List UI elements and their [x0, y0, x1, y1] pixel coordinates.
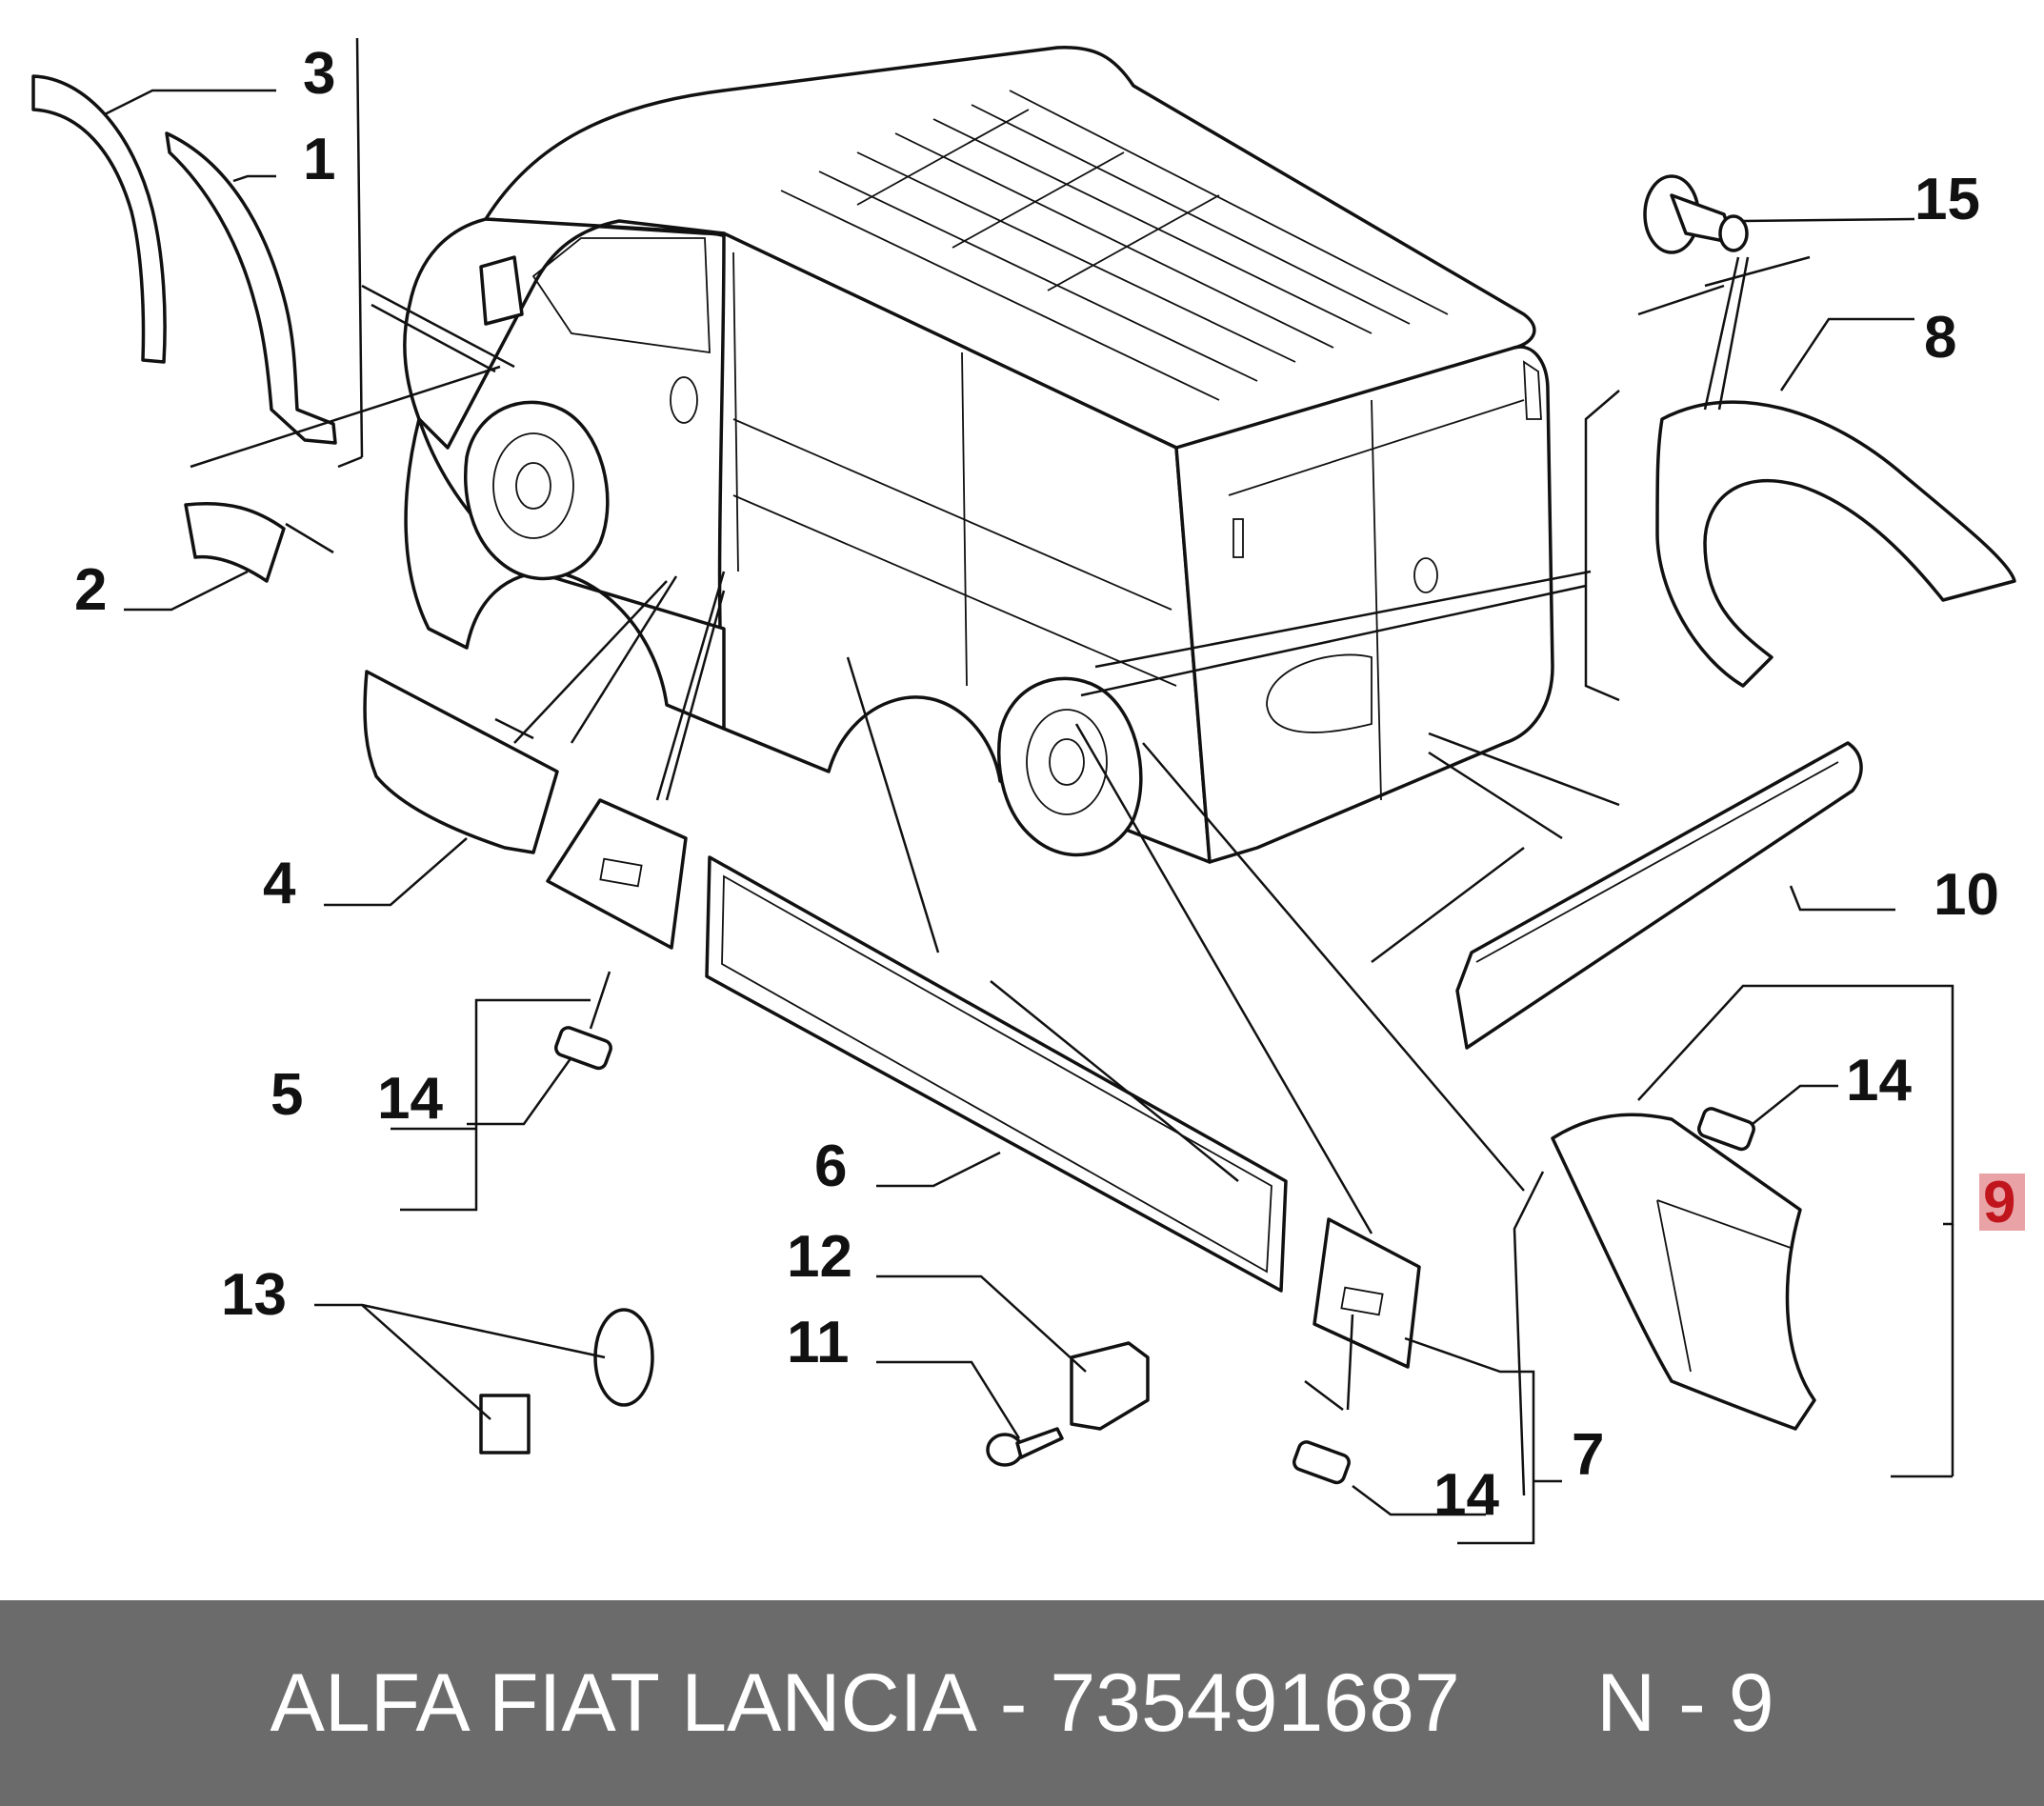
part-8-rear-wheel-arch	[1655, 400, 2016, 688]
part-7-side-molding	[1313, 1217, 1421, 1369]
callout-14-left: 14	[377, 1066, 443, 1132]
front-wheel	[464, 400, 610, 581]
callout-9: 9	[1983, 1170, 2015, 1235]
part-13-fastener	[479, 1308, 654, 1455]
part-number: 735491687	[1050, 1656, 1460, 1749]
callout-3: 3	[303, 41, 335, 107]
callout-2: 2	[74, 557, 107, 623]
callout-12: 12	[787, 1224, 852, 1290]
callout-7: 7	[1572, 1422, 1604, 1488]
part-1-wheel-arch-molding	[165, 131, 337, 445]
brand-name: ALFA FIAT LANCIA	[270, 1656, 977, 1749]
spacer	[1460, 1656, 1596, 1751]
callout-9-highlight	[1979, 1174, 2025, 1231]
part-6-long-side-molding	[705, 855, 1288, 1293]
callout-6: 6	[814, 1134, 847, 1199]
callout-14-right: 14	[1846, 1048, 1912, 1114]
parts-diagram: 3 1 2 4 5 14 6 13 12 11 14 7 15 8 10 14 …	[31, 37, 2025, 1545]
part-3-wheel-arch-trim	[31, 74, 167, 364]
callout-14-bottom: 14	[1433, 1462, 1499, 1528]
callout-15: 15	[1914, 167, 1980, 232]
part-5-side-molding	[546, 798, 688, 950]
van-drawing	[403, 46, 1554, 864]
callout-11: 11	[787, 1310, 850, 1375]
callout-4: 4	[263, 851, 296, 916]
footer-bar	[0, 1600, 2044, 1806]
rear-wheel	[997, 676, 1143, 857]
callout-1: 1	[303, 127, 335, 192]
part-4-side-molding	[363, 670, 559, 854]
callout-5: 5	[271, 1062, 303, 1128]
callout-8: 8	[1924, 305, 1956, 371]
callout-13: 13	[221, 1262, 287, 1328]
separator: -	[976, 1656, 1051, 1749]
part-11-screw	[986, 1427, 1064, 1467]
callout-labels: 3 1 2 4 5 14 6 13 12 11 14 7 15 8 10 14 …	[74, 41, 2025, 1528]
part-14-clip	[554, 1026, 1755, 1485]
leader-lines	[104, 37, 1954, 1545]
part-2-fender-trim	[184, 501, 286, 583]
part-15-nut	[1643, 174, 1749, 254]
footer-caption: ALFA FIAT LANCIA - 735491687 N - 9	[0, 1600, 2044, 1806]
callout-10: 10	[1934, 862, 1999, 928]
part-9-rear-corner-trim	[1551, 1113, 1816, 1431]
part-10-rear-molding	[1455, 741, 1863, 1050]
part-12-bracket	[1070, 1341, 1150, 1431]
diagram-position: N - 9	[1596, 1656, 1774, 1749]
